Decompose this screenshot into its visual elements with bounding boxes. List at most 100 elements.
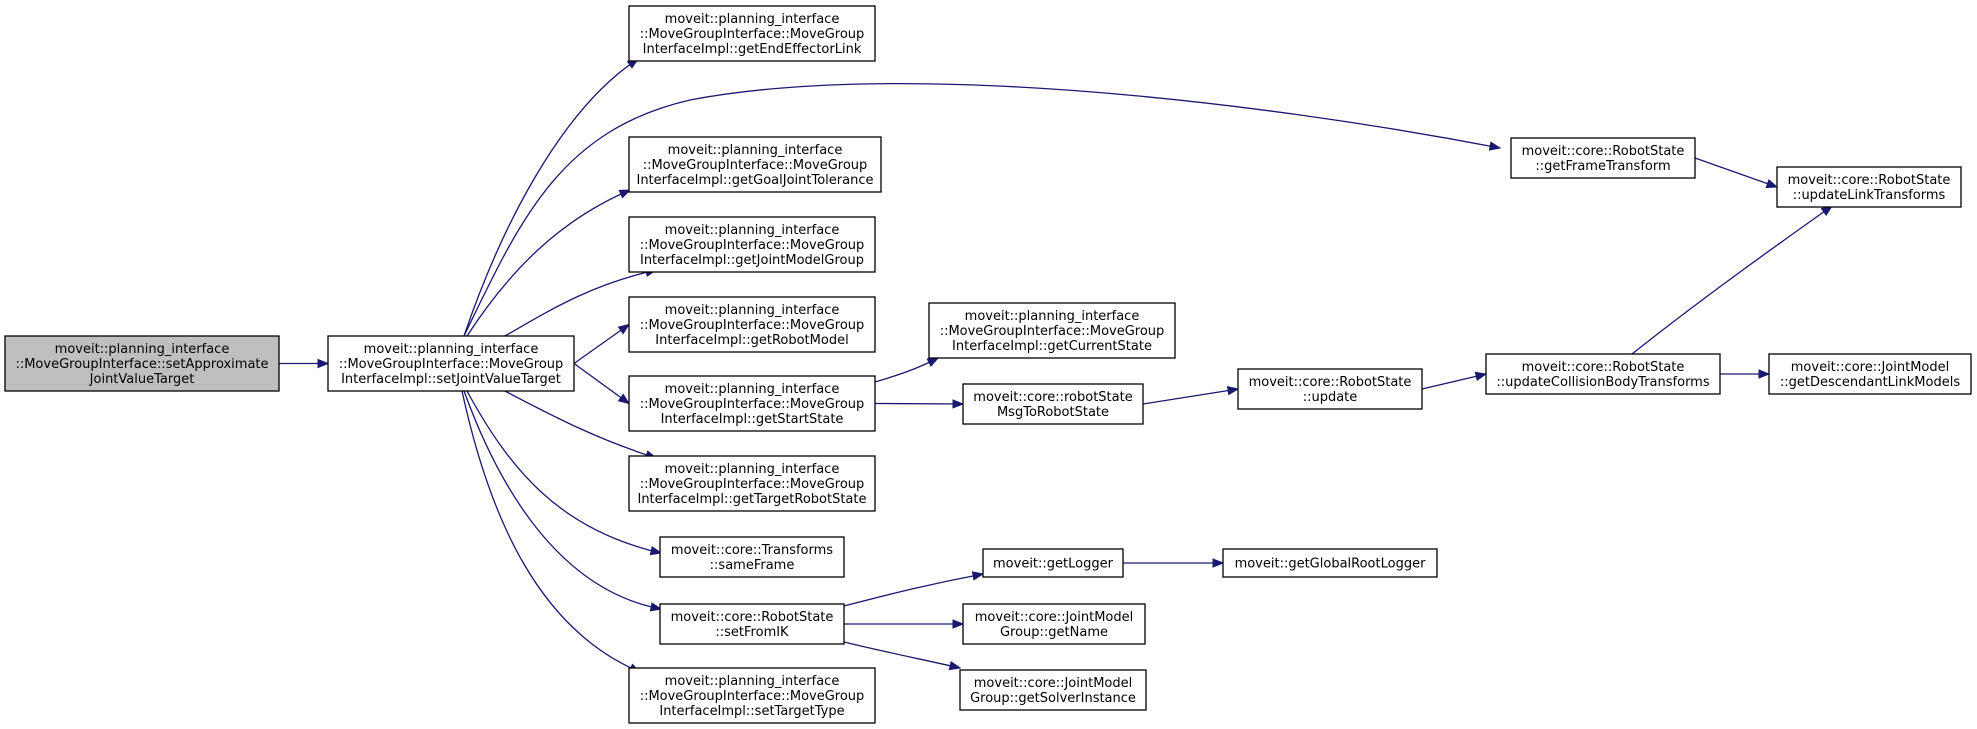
node-label-line: ::getDescendantLinkModels [1780, 375, 1960, 390]
node-label-line: moveit::core::RobotState [671, 610, 834, 625]
edge-set_from_ik-to-get_logger [843, 573, 984, 607]
edge-set_jvt-to-set_from_ik [463, 390, 662, 610]
node-box [1222, 548, 1438, 578]
graph-node-get-dlm[interactable]: moveit::core::JointModel::getDescendantL… [1768, 353, 1972, 395]
edge-set_jvt-to-get_ss [573, 362, 630, 405]
node-label-line: ::MoveGroupInterface::MoveGroup [640, 689, 865, 704]
graph-node-set-jvt[interactable]: moveit::planning_interface::MoveGroupInt… [327, 335, 575, 392]
edge-set_jvt-to-same_frame [466, 390, 662, 554]
node-label-line: Group::getName [1000, 625, 1108, 640]
node-label-line: moveit::core::RobotState [1249, 375, 1412, 390]
graph-node-get-ss[interactable]: moveit::planning_interface::MoveGroupInt… [628, 375, 876, 432]
node-box [628, 136, 882, 193]
node-label-line: ::sameFrame [710, 558, 795, 573]
arrowhead [1765, 179, 1779, 188]
node-box [628, 375, 876, 432]
node-label-line: ::MoveGroupInterface::MoveGroup [640, 27, 865, 42]
edge-get_ft-to-update_lt [1694, 157, 1778, 188]
arrowhead [649, 545, 663, 556]
node-label-line: ::updateLinkTransforms [1793, 188, 1946, 203]
node-box [962, 603, 1146, 645]
graph-node-jmg-name[interactable]: moveit::core::JointModelGroup::getName [962, 603, 1146, 645]
arrowhead [1474, 371, 1488, 382]
node-label-line: moveit::core::RobotState [1522, 144, 1685, 159]
node-box [659, 603, 845, 645]
node-label-line: ::MoveGroupInterface::MoveGroup [640, 477, 865, 492]
graph-node-jmg-solver[interactable]: moveit::core::JointModelGroup::getSolver… [959, 669, 1147, 711]
graph-node-get-cs[interactable]: moveit::planning_interface::MoveGroupInt… [928, 302, 1176, 359]
edge-set_jvt-to-get_gjt [466, 189, 631, 337]
arrowhead [971, 571, 985, 581]
edge-rs_update-to-update_cbt [1421, 373, 1487, 390]
edge-rs_msg-to-rs_update [1142, 388, 1239, 405]
node-label-line: InterfaceImpl::getRobotModel [655, 333, 848, 348]
node-box [628, 5, 876, 62]
node-label-line: moveit::planning_interface [665, 223, 840, 238]
graph-node-get-eel[interactable]: moveit::planning_interface::MoveGroupInt… [628, 5, 876, 62]
node-label-line: InterfaceImpl::setTargetType [659, 704, 844, 719]
arrowhead [1758, 369, 1771, 379]
node-box [1768, 353, 1972, 395]
edge-set_jvt-to-get_rm [573, 323, 630, 365]
node-label-line: ::MoveGroupInterface::MoveGroup [940, 324, 1165, 339]
graph-node-get-rm[interactable]: moveit::planning_interface::MoveGroupInt… [628, 296, 876, 353]
node-label-line: InterfaceImpl::getEndEffectorLink [643, 42, 862, 57]
node-box [1776, 166, 1962, 208]
arrowhead [618, 189, 632, 199]
node-label-line: moveit::planning_interface [665, 674, 840, 689]
node-label-line: JointValueTarget [89, 372, 195, 387]
graph-node-global-logger[interactable]: moveit::getGlobalRootLogger [1222, 548, 1438, 578]
graph-node-update-lt[interactable]: moveit::core::RobotState::updateLinkTran… [1776, 166, 1962, 208]
nodes-layer: moveit::planning_interface::MoveGroupInt… [4, 5, 1972, 724]
node-label-line: ::MoveGroupInterface::MoveGroup [640, 318, 865, 333]
node-box [628, 667, 876, 724]
node-label-line: InterfaceImpl::getCurrentState [952, 339, 1152, 354]
node-box [1510, 137, 1696, 179]
graph-node-get-logger[interactable]: moveit::getLogger [982, 548, 1124, 578]
node-label-line: InterfaceImpl::getStartState [661, 412, 844, 427]
node-label-line: moveit::core::Transforms [671, 543, 833, 558]
edges-layer [279, 58, 1834, 673]
graph-node-get-jmg[interactable]: moveit::planning_interface::MoveGroupInt… [628, 216, 876, 273]
node-label-line: InterfaceImpl::getGoalJointTolerance [636, 173, 873, 188]
graph-node-get-trs[interactable]: moveit::planning_interface::MoveGroupInt… [628, 455, 876, 512]
node-label-line: moveit::core::RobotState [1522, 360, 1685, 375]
node-label-line: InterfaceImpl::setJointValueTarget [341, 372, 561, 387]
node-label-line: Group::getSolverInstance [970, 691, 1136, 706]
arrowhead [617, 393, 631, 405]
arrowhead [948, 661, 962, 671]
node-label-line: InterfaceImpl::getJointModelGroup [640, 253, 864, 268]
node-label-line: ::setFromIK [715, 625, 789, 640]
node-box [628, 216, 876, 273]
node-label-line: moveit::planning_interface [364, 342, 539, 357]
node-label-line: InterfaceImpl::getTargetRobotState [637, 492, 866, 507]
graph-node-get-ft[interactable]: moveit::core::RobotState::getFrameTransf… [1510, 137, 1696, 179]
node-label-line: ::updateCollisionBodyTransforms [1496, 375, 1709, 390]
graph-node-root[interactable]: moveit::planning_interface::MoveGroupInt… [4, 335, 280, 392]
edge-update_cbt-to-update_lt [1631, 205, 1833, 355]
node-label-line: ::MoveGroupInterface::MoveGroup [643, 158, 868, 173]
node-label-line: moveit::planning_interface [55, 342, 230, 357]
graph-node-same-frame[interactable]: moveit::core::Transforms::sameFrame [659, 536, 845, 578]
edge-set_from_ik-to-jmg_solver [843, 641, 961, 669]
arrowhead [1488, 141, 1502, 151]
node-label-line: moveit::planning_interface [665, 462, 840, 477]
graph-node-get-gjt[interactable]: moveit::planning_interface::MoveGroupInt… [628, 136, 882, 193]
edge-set_jvt-to-get_ft [463, 82, 1501, 337]
arrowhead [649, 602, 663, 612]
graph-node-update-cbt[interactable]: moveit::core::RobotState::updateCollisio… [1485, 353, 1721, 395]
graph-node-set-tt[interactable]: moveit::planning_interface::MoveGroupInt… [628, 667, 876, 724]
node-label-line: ::MoveGroupInterface::setApproximate [15, 357, 268, 372]
node-box [327, 335, 575, 392]
graph-node-set-from-ik[interactable]: moveit::core::RobotState::setFromIK [659, 603, 845, 645]
node-label-line: moveit::planning_interface [665, 382, 840, 397]
arrowhead [1226, 385, 1240, 396]
node-box [628, 296, 876, 353]
node-label-line: moveit::getGlobalRootLogger [1235, 557, 1427, 572]
arrowhead [952, 399, 965, 409]
arrowhead [617, 323, 631, 335]
graph-node-rs-update[interactable]: moveit::core::RobotState::update [1237, 368, 1423, 410]
node-label-line: ::MoveGroupInterface::MoveGroup [640, 397, 865, 412]
